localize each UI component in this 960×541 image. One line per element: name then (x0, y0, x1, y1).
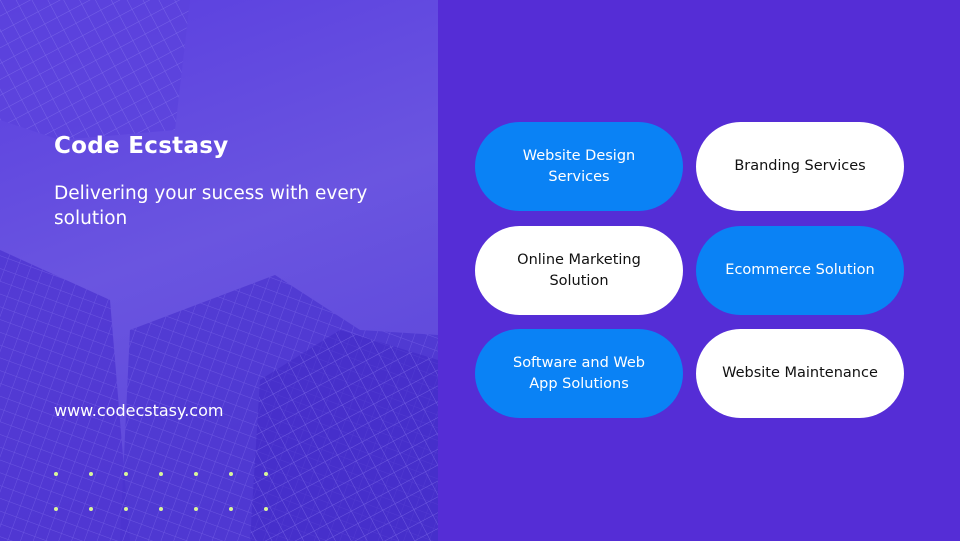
service-label: Website Maintenance (722, 365, 878, 381)
dot (159, 507, 163, 511)
dot (124, 472, 128, 476)
dot (54, 507, 58, 511)
tagline: Delivering your sucess with every soluti… (54, 183, 368, 229)
dot (229, 472, 233, 476)
skyscraper-background-image (0, 0, 438, 541)
services-panel: Website Design Services Branding Service… (438, 0, 960, 541)
service-website-design[interactable]: Website Design Services (475, 122, 683, 211)
service-label: Website Design Services (522, 147, 636, 185)
dot (159, 472, 163, 476)
dot (229, 507, 233, 511)
service-label: Online Marketing Solution (517, 251, 641, 289)
brand-name: Code Ecstasy (54, 133, 229, 159)
dot (124, 507, 128, 511)
dot (194, 507, 198, 511)
dot (54, 472, 58, 476)
service-website-maintenance[interactable]: Website Maintenance (696, 329, 904, 418)
hero-panel: Code Ecstasy Delivering your sucess with… (0, 0, 438, 541)
dot (194, 472, 198, 476)
dot (264, 472, 268, 476)
website-link[interactable]: www.codecstasy.com (54, 401, 224, 420)
service-ecommerce[interactable]: Ecommerce Solution (696, 226, 904, 315)
service-label: Branding Services (734, 158, 866, 174)
dot (264, 507, 268, 511)
service-label: Software and Web App Solutions (512, 354, 646, 392)
dot (89, 507, 93, 511)
service-label: Ecommerce Solution (725, 262, 875, 278)
service-branding[interactable]: Branding Services (696, 122, 904, 211)
service-online-marketing[interactable]: Online Marketing Solution (475, 226, 683, 315)
service-software-web-app[interactable]: Software and Web App Solutions (475, 329, 683, 418)
dot (89, 472, 93, 476)
